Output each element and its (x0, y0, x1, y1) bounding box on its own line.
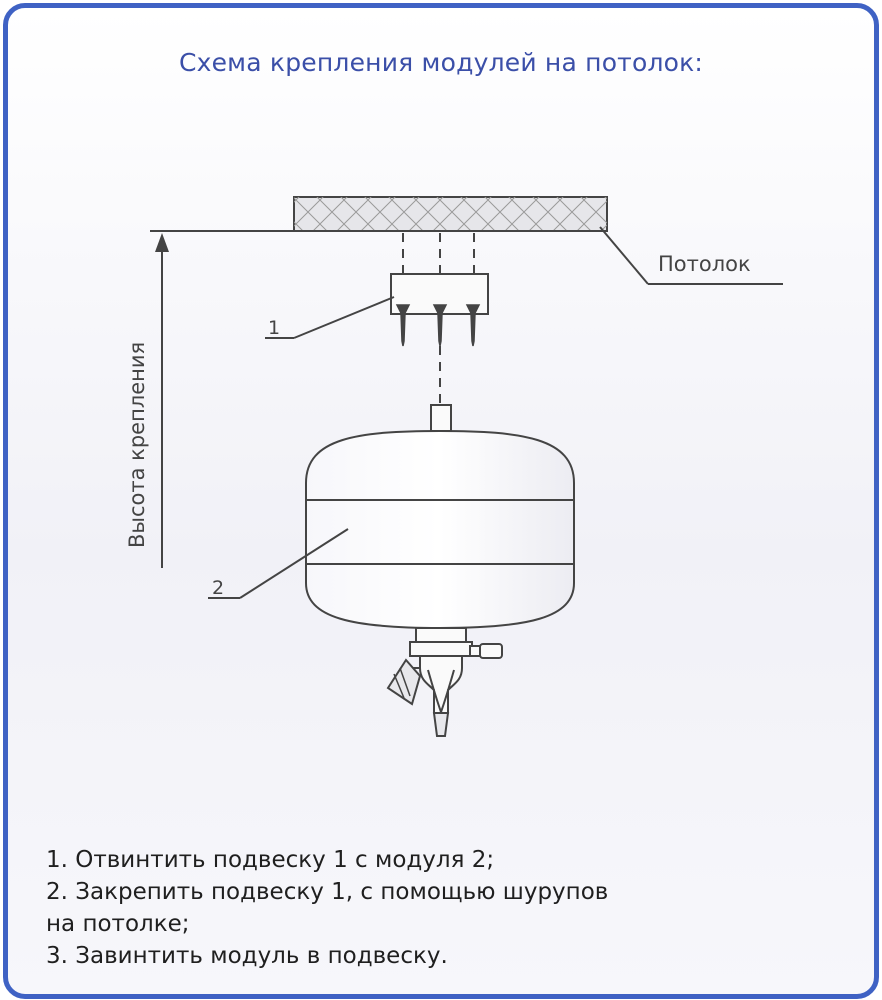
part-2-label: 2 (212, 577, 224, 599)
mounting-height-label: Высота крепления (125, 342, 149, 548)
instruction-step-2-continued: на потолке; (46, 911, 190, 937)
mounting-height-dimension (150, 230, 607, 568)
part-1-label: 1 (268, 317, 280, 339)
diagram-frame: Схема крепления модулей на потолок: Высо… (3, 3, 879, 999)
ceiling-leader (599, 226, 783, 285)
mounting-diagram: Высота крепления Потолок 1 (125, 196, 783, 737)
ceiling-slab (293, 196, 608, 232)
ceiling-label: Потолок (658, 252, 751, 276)
part-2-leader (208, 528, 349, 599)
valve-head (386, 627, 503, 737)
module-tank-part-2 (305, 429, 575, 630)
instruction-step-1: 1. Отвинтить подвеску 1 с модуля 2; (46, 847, 495, 873)
mounting-screws (395, 304, 481, 347)
module-neck (430, 404, 452, 432)
screw-guide-lines (402, 233, 475, 274)
instruction-list: 1. Отвинтить подвеску 1 с модуля 2; 2. З… (46, 844, 846, 972)
part-1-leader (265, 296, 395, 339)
instruction-step-2: 2. Закрепить подвеску 1, с помощью шуруп… (46, 879, 609, 905)
diagram-title: Схема крепления модулей на потолок: (178, 48, 704, 77)
instruction-step-3: 3. Завинтить модуль в подвеску. (46, 943, 448, 969)
